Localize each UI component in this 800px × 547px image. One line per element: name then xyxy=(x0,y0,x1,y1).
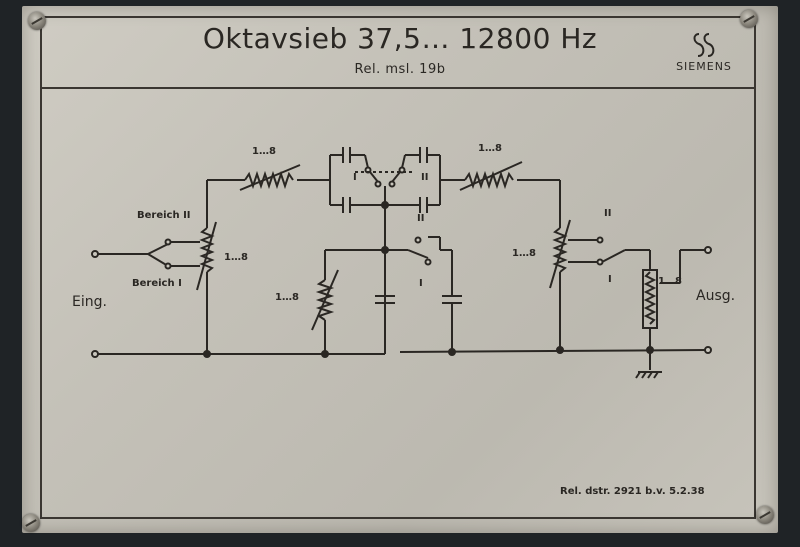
label-switch-II-middle: II xyxy=(417,213,425,224)
label-range-lower: Bereich I xyxy=(132,278,182,289)
label-input: Eing. xyxy=(72,294,107,310)
label-switch-II-right: II xyxy=(604,208,612,219)
screw-icon xyxy=(28,12,46,30)
plate-border xyxy=(40,16,756,519)
plate-title: Oktavsieb 37,5… 12800 Hz xyxy=(202,22,598,55)
label-range-upper: Bereich II xyxy=(137,210,191,221)
screw-icon xyxy=(756,506,774,524)
label-switch-I-right: I xyxy=(608,274,612,285)
label-output: Ausg. xyxy=(696,288,736,304)
label-1-8-right-pot: 1…8 xyxy=(512,248,536,259)
screw-icon xyxy=(740,10,758,28)
siemens-logo-icon xyxy=(693,33,715,57)
footer-reference: Rel. dstr. 2921 b.v. 5.2.38 xyxy=(560,486,705,497)
label-switch-I-top: I xyxy=(353,172,357,183)
label-1-8-top-right: 1…8 xyxy=(478,143,502,154)
header-divider xyxy=(40,87,756,89)
label-1-8-shunt: 1…8 xyxy=(275,292,299,303)
screw-icon xyxy=(22,514,40,532)
label-switch-II-top: II xyxy=(421,172,429,183)
label-1-8-output: 1…8 xyxy=(658,276,682,287)
label-1-8-input-pot: 1…8 xyxy=(224,252,248,263)
brand-name: SIEMENS xyxy=(676,60,732,73)
label-switch-I-middle: I xyxy=(419,278,423,289)
label-1-8-top-left: 1…8 xyxy=(252,146,276,157)
plate-subtitle: Rel. msl. 19b xyxy=(354,62,446,77)
